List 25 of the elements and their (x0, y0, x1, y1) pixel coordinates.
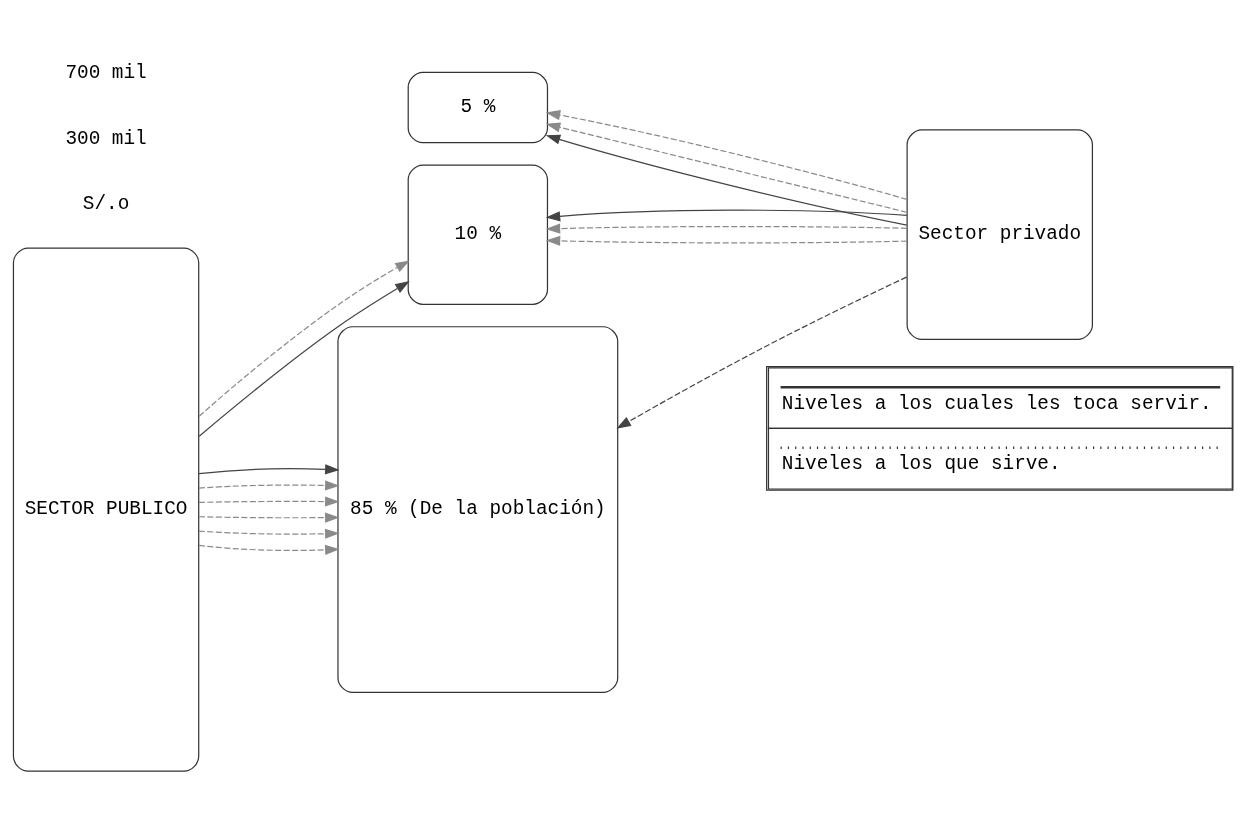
label: 700 mil (65, 62, 147, 85)
arrow (545, 235, 908, 246)
arrow (198, 528, 340, 539)
node-box: Sector privado (906, 129, 1093, 341)
arrow (545, 209, 908, 222)
arrow (545, 110, 908, 200)
node-box: 5 % (407, 71, 549, 144)
node-box: 10 % (407, 164, 549, 305)
legend-label: Niveles a los cuales les toca servir. (781, 392, 1212, 415)
arrow (198, 464, 340, 475)
arrow (545, 122, 908, 213)
arrow (198, 260, 410, 417)
arrow (616, 276, 908, 429)
arrow (198, 512, 340, 523)
arrow (198, 480, 340, 491)
arrow (198, 281, 410, 437)
legend-label: Niveles a los que sirve. (781, 453, 1061, 476)
arrow (545, 134, 908, 226)
label: S/.o (82, 193, 130, 216)
node-box: SECTOR PUBLICO (12, 247, 200, 772)
arrow (198, 496, 340, 507)
arrow (545, 223, 908, 234)
label: 300 mil (65, 127, 147, 150)
node-box: 85 % (De la población) (337, 326, 619, 694)
arrow (198, 544, 340, 555)
